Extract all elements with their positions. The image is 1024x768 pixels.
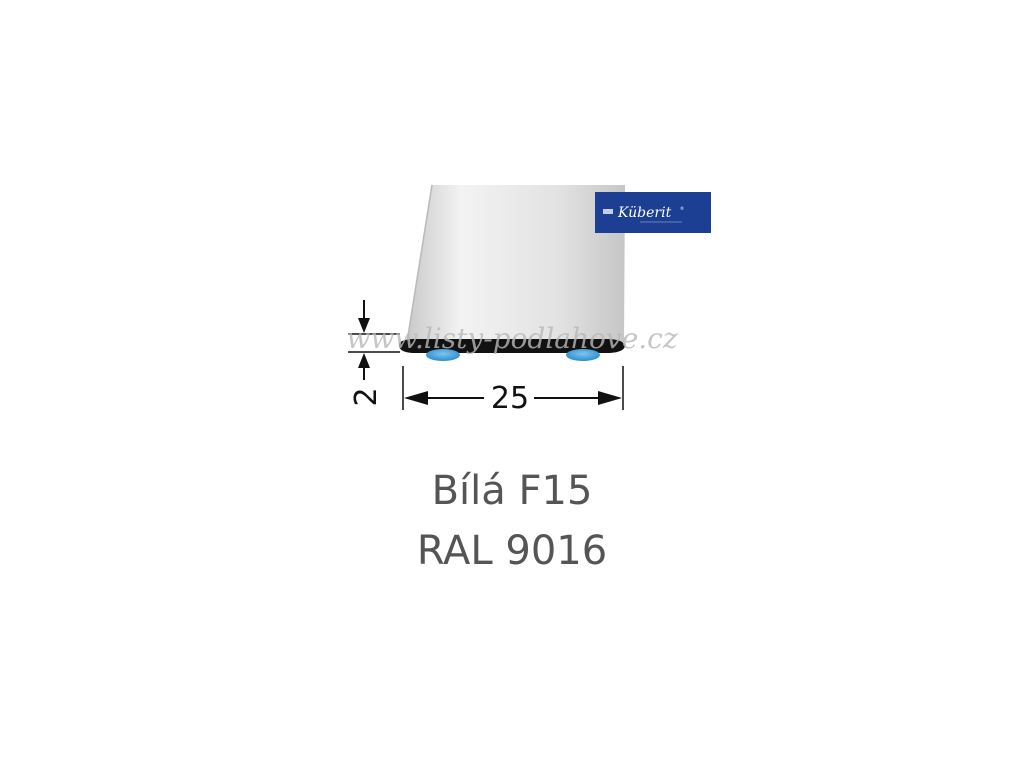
color-name: Bílá F15 <box>431 468 593 514</box>
thickness-dimension <box>348 300 400 380</box>
logo-wordmark: Küberit <box>617 205 672 221</box>
profile-edge-highlight <box>406 184 433 343</box>
profile-cross-section <box>399 339 625 353</box>
width-label: 25 <box>491 381 529 416</box>
ral-code: RAL 9016 <box>416 528 608 574</box>
width-dimension <box>402 366 624 410</box>
logo-registered-mark: ® <box>680 206 684 211</box>
adhesive-tape-right <box>566 349 600 361</box>
watermark-text: www.listy-podlahove.cz <box>346 322 678 355</box>
adhesive-tape-left <box>426 349 460 361</box>
brand-logo: Küberit ® <box>595 192 711 233</box>
thickness-label: 2 <box>349 387 384 406</box>
logo-background <box>595 192 711 233</box>
profile-top-surface <box>407 185 625 342</box>
